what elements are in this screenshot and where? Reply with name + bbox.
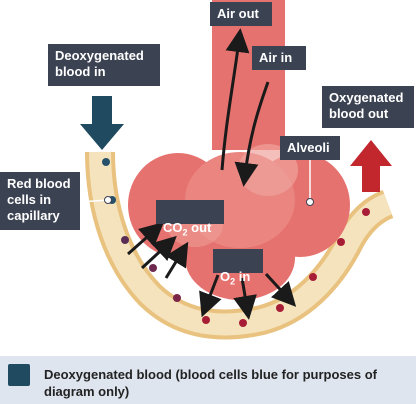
blood-cell-purple: [121, 236, 129, 244]
blood-cell-blue: [102, 158, 110, 166]
o2-arrow-1: [199, 274, 222, 318]
legend-text: Deoxygenated blood (blood cells blue for…: [44, 367, 377, 399]
label-air-out: Air out: [210, 2, 272, 26]
blood-cell-red: [362, 208, 370, 216]
blood-cell-purple: [173, 294, 181, 302]
co2-subscript: 2: [182, 227, 188, 238]
air-in-arrow: [234, 81, 270, 187]
co2-arrow-3: [164, 241, 189, 279]
co2-arrow-2: [140, 235, 177, 270]
blood-in-arrow: [80, 96, 124, 150]
o2-arrow-2: [233, 277, 257, 320]
o2-prefix: O: [220, 269, 231, 284]
alveoli-leader-dot: [306, 198, 314, 206]
legend-swatch: [8, 364, 30, 386]
blood-cell-purple: [149, 264, 157, 272]
blood-cell-red: [309, 273, 317, 281]
o2-arrow-3: [264, 272, 297, 307]
blood-cell-red: [239, 319, 247, 327]
co2-arrow-1: [127, 222, 164, 256]
label-air-in: Air in: [252, 46, 306, 70]
rbc-leader-dot: [104, 196, 112, 204]
o2-suffix: in: [235, 269, 251, 284]
blood-cell-red: [276, 304, 284, 312]
co2-prefix: CO: [163, 220, 183, 235]
air-out-arrow: [220, 28, 250, 171]
label-red-blood-cells: Red blood cells in capillary: [0, 172, 80, 230]
label-co2-out: CO2 out: [156, 200, 224, 238]
legend-band: [0, 356, 416, 404]
rbc-leader-line: [79, 199, 109, 203]
label-oxygenated-blood-out: Oxygenated blood out: [322, 86, 414, 128]
blood-out-arrow: [350, 140, 392, 192]
label-alveoli: Alveoli: [280, 136, 340, 160]
blood-cell-red: [337, 238, 345, 246]
label-o2-in: O2 in: [213, 249, 263, 287]
label-deoxygenated-blood-in: Deoxygenated blood in: [48, 44, 160, 86]
co2-suffix: out: [187, 220, 212, 235]
blood-cell-red: [202, 316, 210, 324]
o2-subscript: 2: [230, 276, 236, 287]
